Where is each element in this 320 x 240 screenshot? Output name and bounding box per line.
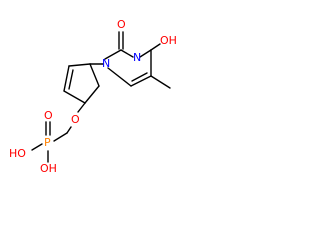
bond-c2p-c3p-inner (68, 69, 74, 90)
atom-label-p: P (44, 136, 51, 149)
atom-label-n1: N (102, 57, 110, 70)
atom-label-n3: N (133, 51, 141, 64)
atom-label-o-p-double: O (44, 109, 53, 122)
bond-c4p-c5p (84, 85, 100, 104)
bond-c5p-c1p (89, 63, 100, 87)
atom-label-o-c2: O (117, 18, 126, 31)
bond-c4p-o-ether (77, 102, 86, 113)
atom-label-layer: O OH N N O O P HO OH (9, 18, 177, 175)
bond-c2-n3 (120, 49, 134, 58)
atom-label-oh-p: OH (40, 162, 57, 175)
bond-ch2-p (53, 132, 68, 142)
bond-c5-c6 (130, 75, 152, 87)
bond-n1-c2 (104, 49, 122, 60)
atom-label-ho-p: HO (9, 147, 26, 160)
bond-c4-oh (150, 43, 161, 51)
bond-p-oh1 (31, 143, 43, 151)
bond-c1p-c2p (68, 63, 91, 67)
bond-c6-n1 (107, 67, 132, 87)
bond-layer (31, 31, 171, 163)
atom-label-oh-c4: OH (160, 34, 177, 47)
bond-c5-methyl (150, 75, 171, 89)
molecule-structure-diagram: O OH N N O O P HO OH (9, 18, 177, 175)
bond-o-ch2 (66, 126, 72, 134)
bond-n3-c4 (139, 49, 152, 58)
bond-c3p-c4p (63, 90, 86, 104)
atom-label-o-ether: O (71, 113, 80, 126)
bond-c5-c6-inner (131, 72, 148, 82)
bond-c2p-c3p (63, 65, 70, 92)
